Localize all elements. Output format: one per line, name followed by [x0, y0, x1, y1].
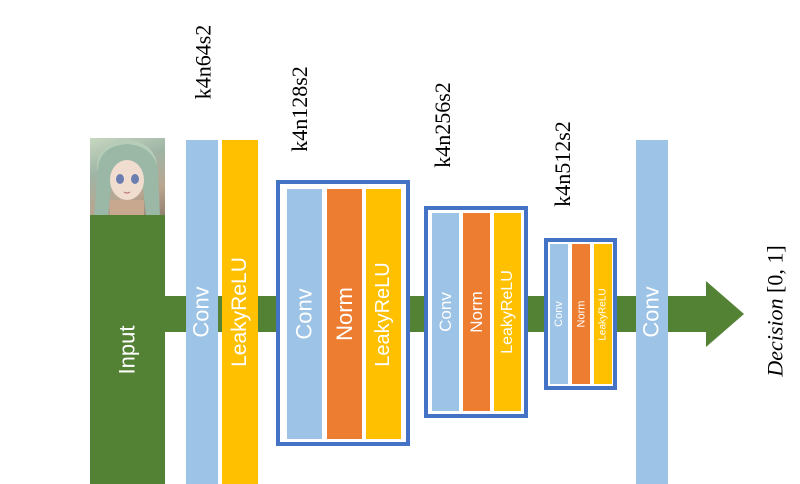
conv-label: Conv: [639, 286, 665, 338]
conv-block-2: Conv: [287, 189, 322, 439]
norm-block-2: Norm: [327, 189, 362, 439]
norm-label: Norm: [331, 287, 357, 341]
norm-label: Norm: [575, 300, 588, 328]
input-image-thumbnail: [90, 138, 165, 218]
conv-block-final: Conv: [636, 140, 668, 484]
leakyrelu-block-4: LeakyReLU: [594, 244, 612, 384]
conv-label: Conv: [553, 301, 565, 327]
conv-block-1: Conv: [186, 140, 218, 484]
norm-block-4: Norm: [572, 244, 590, 384]
decision-word: Decision: [763, 298, 789, 377]
leakyrelu-label: LeakyReLU: [372, 261, 395, 367]
flow-arrow-head: [706, 281, 744, 347]
input-block: Input: [90, 215, 165, 484]
conv-label: Conv: [291, 288, 317, 340]
leakyrelu-label: LeakyReLU: [228, 257, 252, 367]
leakyrelu-block-2: LeakyReLU: [366, 189, 401, 439]
conv-block-3: Conv: [432, 213, 459, 411]
leakyrelu-block-3: LeakyReLU: [494, 213, 521, 411]
anime-face-image: [94, 140, 160, 218]
leakyrelu-label: LeakyReLU: [498, 270, 516, 354]
layer-label-1: k4n64s2: [190, 24, 215, 100]
leakyrelu-block-1: LeakyReLU: [222, 140, 258, 484]
decision-label: Decision [0, 1]: [763, 245, 789, 376]
layer-label-3: k4n256s2: [430, 82, 455, 168]
leakyrelu-label: LeakyReLU: [597, 287, 609, 341]
norm-block-3: Norm: [463, 213, 490, 411]
layer-label-4: k4n512s2: [550, 121, 575, 207]
input-label: Input: [114, 325, 140, 374]
norm-label: Norm: [466, 291, 486, 333]
conv-block-4: Conv: [550, 244, 568, 384]
decision-range: [0, 1]: [763, 245, 789, 293]
layer-label-2: k4n128s2: [287, 66, 312, 152]
conv-label: Conv: [435, 292, 455, 332]
conv-label: Conv: [189, 286, 215, 338]
